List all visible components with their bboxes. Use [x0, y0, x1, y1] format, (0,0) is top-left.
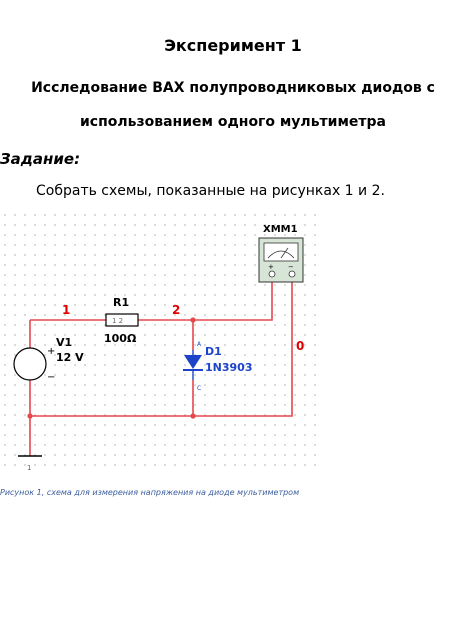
resistor-body: [105, 313, 139, 327]
resistor-label: R1: [113, 296, 129, 309]
ground-label: 1: [27, 464, 31, 472]
task-label: Задание:: [0, 150, 81, 168]
resistor-r1[interactable]: R1 1 2 100Ω: [104, 296, 139, 345]
wires: [29, 272, 293, 456]
junction-bottom-left: [27, 413, 33, 419]
source-plus: +: [47, 346, 55, 357]
resistor-value: 100Ω: [104, 332, 137, 345]
resistor-pins: 1 2: [112, 317, 123, 325]
source-label: V1: [56, 336, 72, 349]
figure-caption: Рисунок 1, схема для измерения напряжени…: [0, 488, 300, 497]
diode-model: 1N3903: [205, 361, 252, 374]
meter-terminal-plus: [268, 270, 276, 278]
junction-node2: [190, 317, 196, 323]
diode-pin-a: A: [197, 341, 202, 348]
page-title: Эксперимент 1: [164, 36, 302, 55]
node-label-2: 2: [172, 303, 180, 317]
meter-display: [263, 242, 299, 262]
meter-label: XMM1: [263, 224, 298, 235]
meter-terminal-minus: [288, 270, 296, 278]
diode-pin-c: C: [197, 385, 201, 392]
diode-label: D1: [205, 345, 222, 358]
source-symbol: [13, 347, 47, 381]
task-text: Собрать схемы, показанные на рисунках 1 …: [36, 183, 385, 199]
source-minus: −: [47, 372, 55, 383]
meter-minus: −: [288, 263, 294, 271]
node-label-0: 0: [296, 339, 304, 353]
junction-bottom-diode: [190, 413, 196, 419]
meter-dial-icon: [267, 250, 295, 259]
source-value: 12 V: [56, 351, 84, 364]
meter-plus: +: [268, 263, 274, 271]
voltage-source-v1[interactable]: + − V1 12 V: [13, 336, 84, 383]
page-subtitle-line1: Исследование ВАХ полупроводниковых диодо…: [31, 80, 435, 96]
multimeter-xmm1[interactable]: XMM1 + −: [258, 224, 304, 283]
ground-symbol: 1: [18, 455, 42, 472]
node-label-1: 1: [62, 303, 70, 317]
diode-d1[interactable]: A C D1 1N3903: [183, 341, 252, 392]
circuit-schematic: XMM1 + − R1 1 2 100Ω + − V1 12 V A C D1 …: [0, 210, 316, 472]
diode-triangle: [184, 355, 202, 369]
page-subtitle-line2: использованием одного мультиметра: [79, 114, 386, 130]
